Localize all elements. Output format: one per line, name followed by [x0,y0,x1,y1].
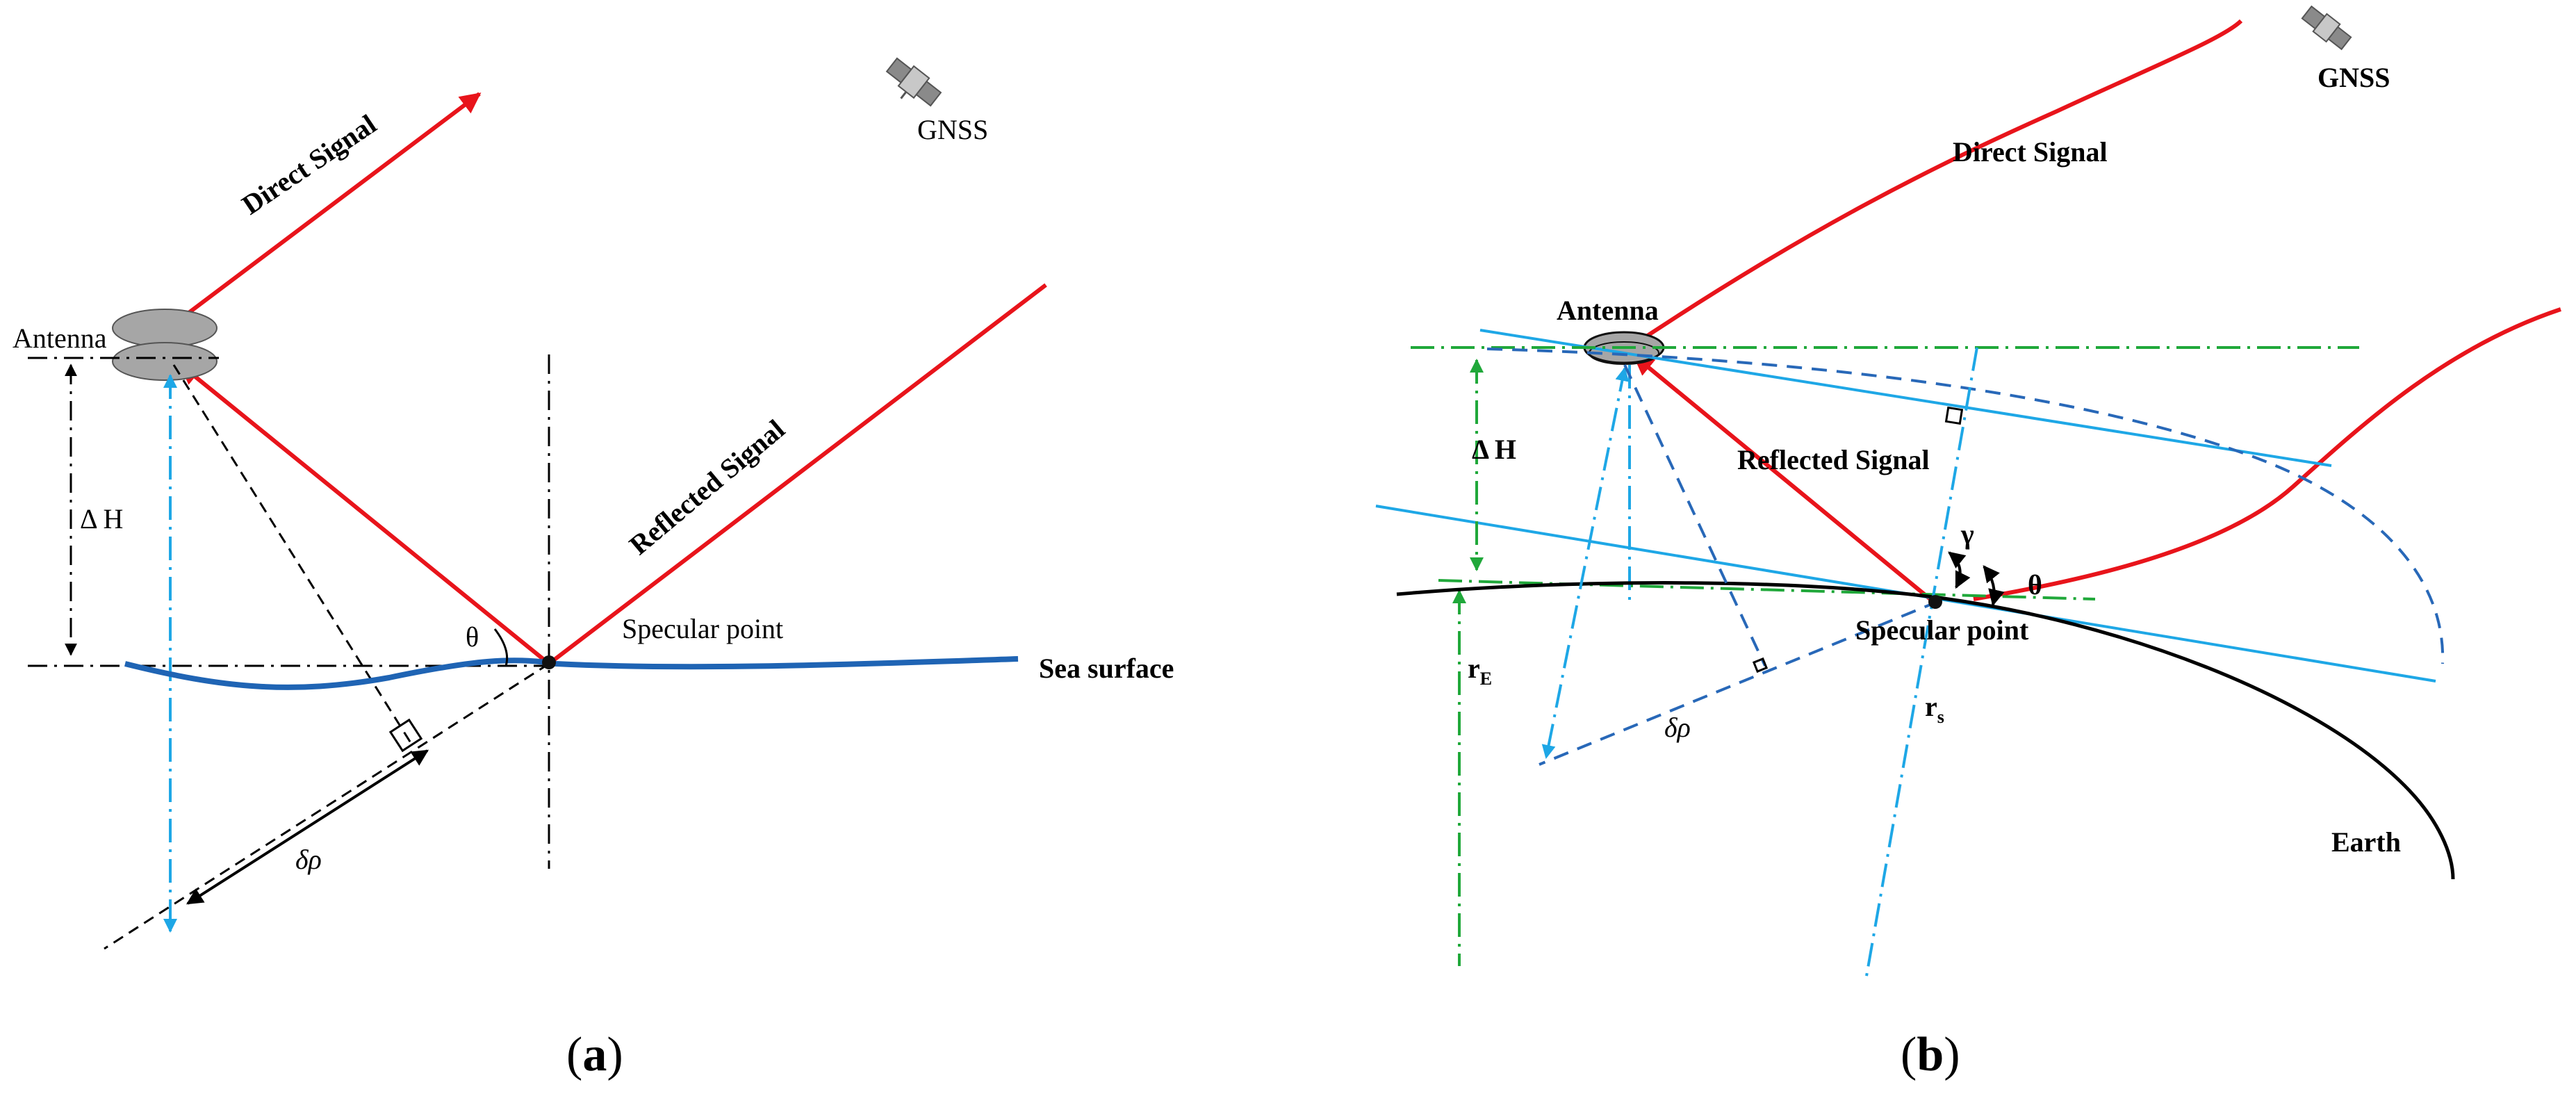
sea-surface-label: Sea surface [1039,653,1174,684]
theta-arc [493,628,509,667]
gnss-label: GNSS [917,114,988,145]
r-e-label: rE [1468,653,1492,689]
reflected-signal-up-line [548,283,1047,666]
local-vertical-line [1864,347,1978,981]
reflection-extension-line [1539,600,1939,766]
gamma-label: γ [1960,518,1974,550]
panel-b: GNSS Direct Signal Reflected Signal Ante… [1375,5,2561,1081]
image-antenna-line [1541,367,1630,759]
reflected-signal-label: Reflected Signal [623,414,791,561]
reflection-extension-line [104,662,550,950]
specular-point-label: Specular point [1855,614,2029,646]
theta-arc [1983,565,2005,607]
antenna-parallel-line [1479,329,2332,467]
direct-signal-line [169,92,482,329]
delta-rho-arrow [186,749,429,905]
reflected-signal-down-line [179,363,550,666]
panel-a: GNSS Direct Signal Reflected Signal Ante… [13,57,1174,1081]
caption-a: (a) [566,1028,623,1081]
antenna-icon [112,309,218,381]
delta-h-label: Δ H [80,503,123,534]
satellite-icon [2301,5,2352,51]
specular-point-dot [542,655,556,669]
caption-b: (b) [1901,1028,1960,1081]
delta-h-label: Δ H [1472,434,1516,465]
earth-label: Earth [2331,826,2401,858]
antenna-label: Antenna [1557,295,1659,326]
theta-label: θ [466,621,479,653]
right-angle-marker-upper [1944,406,1964,425]
specular-point-dot [1928,595,1942,609]
delta-rho-label: δρ [295,844,322,875]
gamma-arc [1948,551,1971,589]
sea-surface-curve [124,656,1019,690]
perpendicular-line [172,364,415,748]
satellite-icon [885,57,942,107]
reflected-signal-up-curve [1973,307,2561,601]
reflected-signal-down-line [1632,354,1937,605]
direct-signal-label: Direct Signal [236,108,382,221]
direct-signal-curve [1628,19,2243,350]
antenna-label: Antenna [13,322,107,354]
r-s-label: rs [1925,691,1944,727]
reflected-signal-label: Reflected Signal [1737,444,1930,475]
gnss-label: GNSS [2317,62,2390,93]
theta-label: θ [2028,569,2042,600]
specular-point-label: Specular point [622,613,783,644]
right-angle-marker-lower [1752,657,1769,673]
right-angle-marker [388,718,423,753]
perpendicular-dashed-line [1623,364,1766,667]
direct-signal-label: Direct Signal [1953,136,2108,168]
earth-curve [1396,581,2455,880]
delta-rho-label: δρ [1664,712,1691,743]
